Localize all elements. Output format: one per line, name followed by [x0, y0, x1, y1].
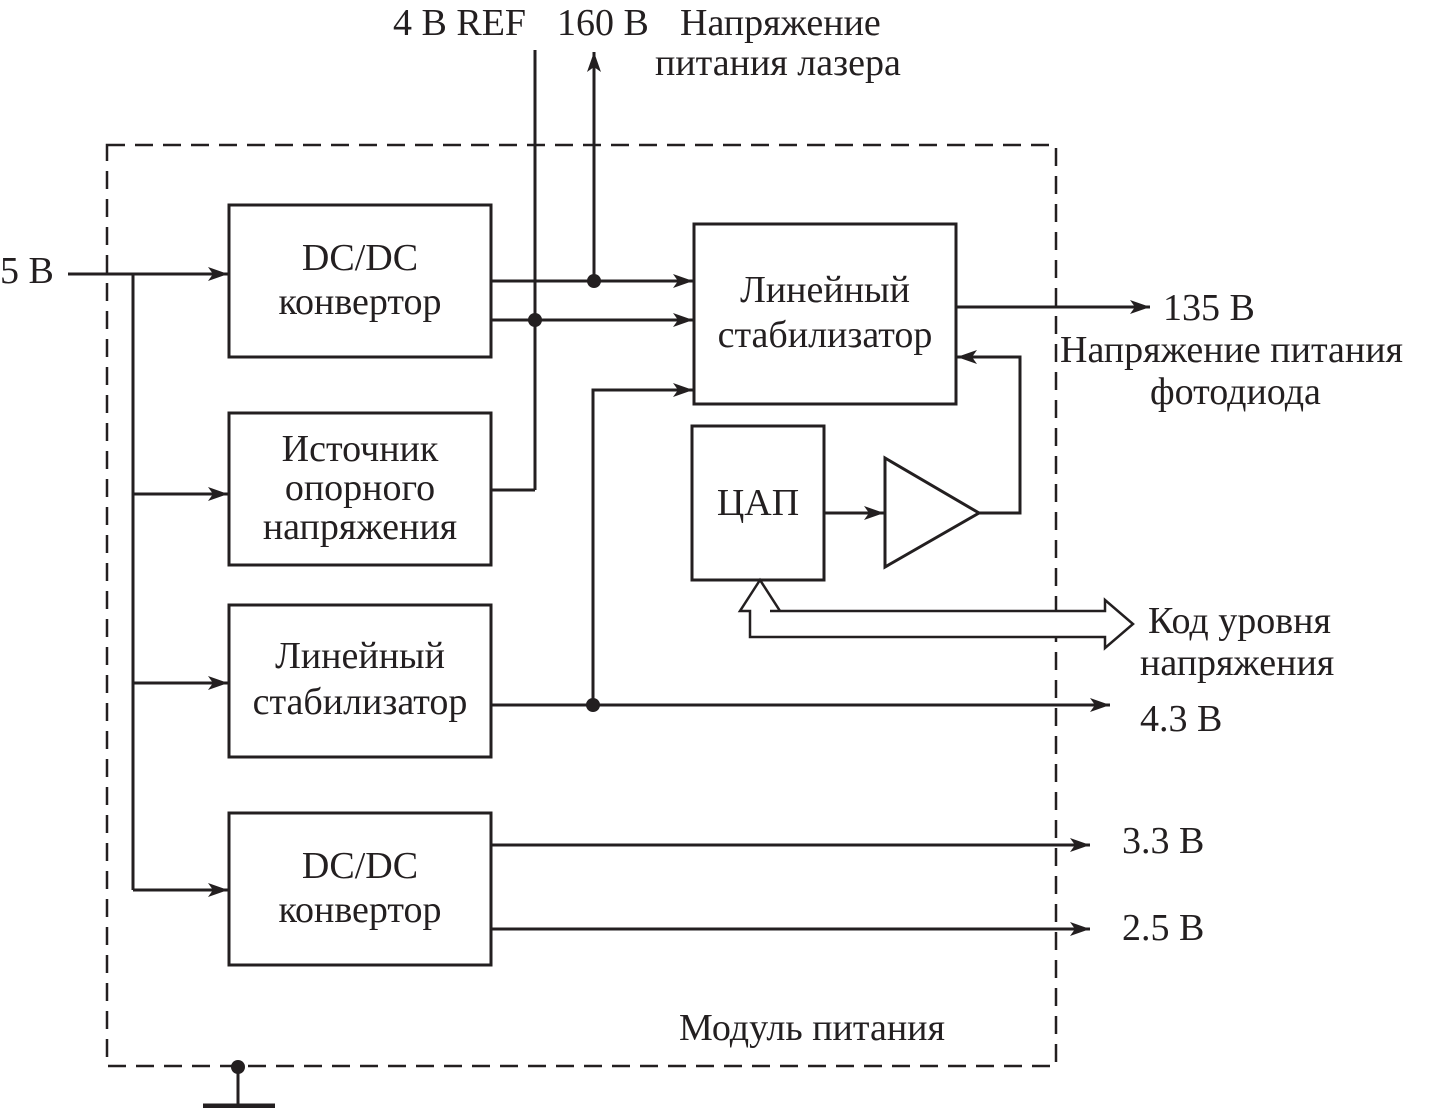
block-line: стабилизатор	[253, 681, 468, 723]
block-dcdc-converter-2: DC/DC конвертор	[227, 811, 493, 967]
code-label-line1: Код уровня	[1148, 600, 1331, 642]
feed-lin-stab-right	[591, 383, 693, 705]
code-label-line2: напряжения	[1140, 642, 1334, 684]
laser-voltage-label: 160 В	[557, 2, 649, 44]
block-line: опорного	[285, 467, 435, 509]
block-line: конвертор	[278, 889, 441, 931]
block-dac: ЦАП	[690, 424, 826, 582]
block-line: DC/DC	[302, 845, 418, 887]
block-line: Источник	[282, 428, 439, 470]
out-4-3v-label: 4.3 В	[1140, 698, 1222, 740]
junction-ref	[528, 313, 542, 327]
amplifier-triangle	[883, 455, 982, 570]
block-line: ЦАП	[717, 482, 799, 524]
photodiode-caption-line2: фотодиода	[1150, 371, 1321, 413]
out-2-5v-label: 2.5 В	[1122, 907, 1204, 949]
photodiode-voltage-label: 135 В	[1163, 287, 1255, 329]
block-line: напряжения	[263, 506, 457, 548]
block-linear-stabilizer-left: Линейный стабилизатор	[227, 603, 493, 759]
amp-feedback	[957, 350, 1022, 515]
block-line: стабилизатор	[718, 314, 933, 356]
module-label: Модуль питания	[679, 1007, 945, 1049]
block-line: DC/DC	[302, 237, 418, 279]
code-bus-arrow	[737, 577, 1135, 651]
photodiode-caption-line1: Напряжение питания	[1060, 329, 1403, 371]
block-line: Линейный	[740, 269, 910, 311]
block-reference-source: Источник опорного напряжения	[227, 411, 493, 567]
laser-caption-line2: питания лазера	[655, 42, 901, 84]
block-line: конвертор	[278, 281, 441, 323]
out-3-3v-label: 3.3 В	[1122, 820, 1204, 862]
block-linear-stabilizer-right: Линейный стабилизатор	[692, 222, 958, 406]
block-line: Линейный	[275, 635, 445, 677]
laser-caption-line1: Напряжение	[680, 2, 881, 44]
block-dcdc-converter-1: DC/DC конвертор	[227, 203, 493, 359]
input-label: 5 В	[0, 250, 54, 292]
ref-label: 4 В REF	[393, 2, 526, 44]
module-boundary	[105, 143, 1058, 1068]
